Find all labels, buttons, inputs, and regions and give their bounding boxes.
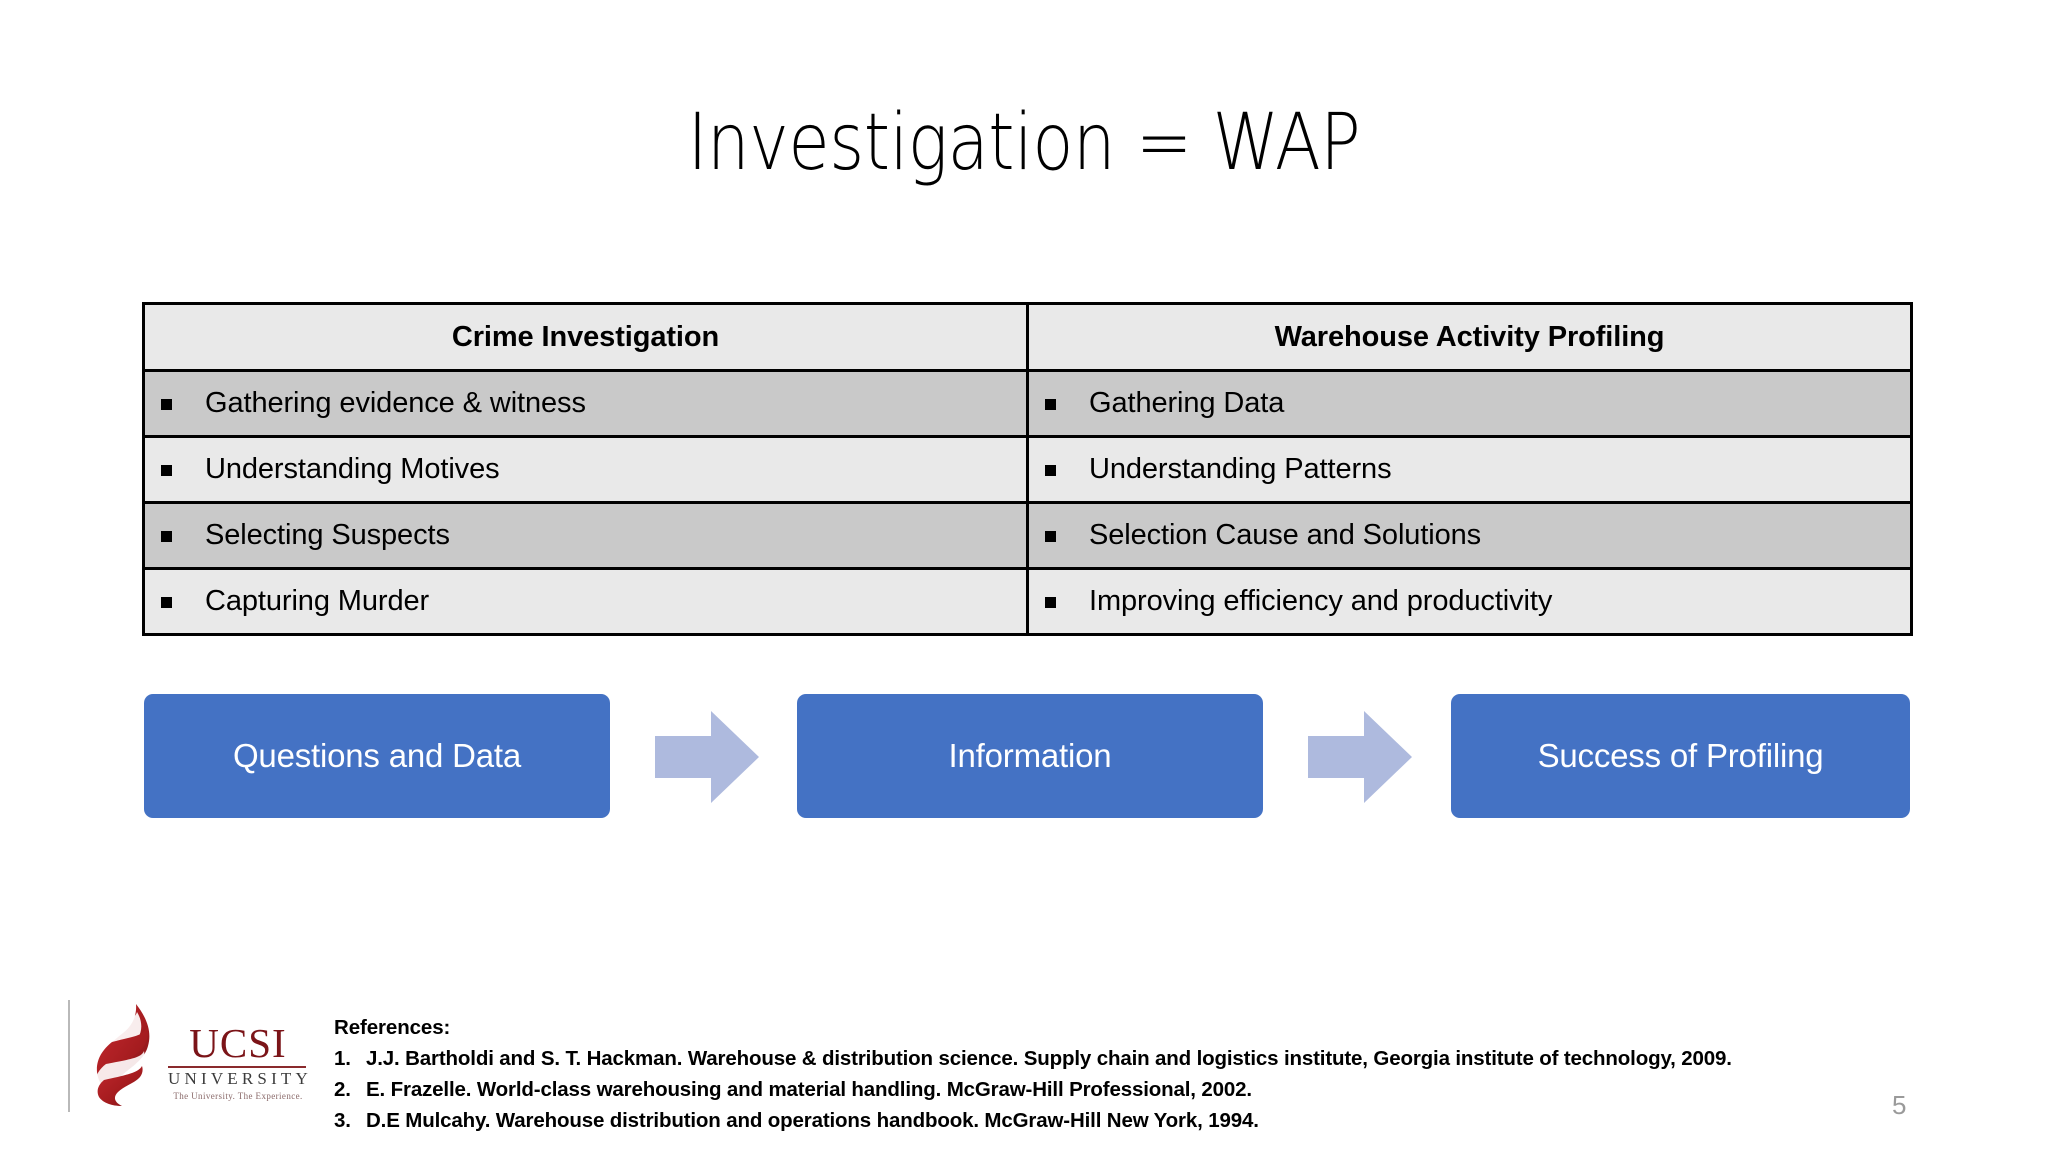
logo-tagline: The University. The Experience. bbox=[173, 1091, 303, 1101]
square-bullet-icon bbox=[1045, 399, 1056, 410]
cell-text: Understanding Motives bbox=[205, 453, 500, 485]
logo-divider bbox=[68, 1000, 70, 1112]
logo-subtitle: UNIVERSITY bbox=[168, 1069, 312, 1088]
square-bullet-icon bbox=[161, 399, 172, 410]
page-number: 5 bbox=[1892, 1090, 1907, 1120]
reference-number: 1. bbox=[334, 1047, 351, 1070]
cell-text: Gathering Data bbox=[1089, 387, 1285, 419]
cell-text: Selection Cause and Solutions bbox=[1089, 519, 1482, 551]
table-row: Selecting Suspects Selection Cause and S… bbox=[142, 501, 1913, 570]
table-cell-crime-1: Gathering evidence & witness bbox=[142, 369, 1029, 438]
flow-step-information[interactable]: Information bbox=[797, 694, 1263, 818]
cell-text: Improving efficiency and productivity bbox=[1089, 585, 1553, 617]
references-heading: References: bbox=[334, 1016, 451, 1039]
table-cell-wap-3: Selection Cause and Solutions bbox=[1026, 501, 1913, 570]
table-cell-wap-4: Improving efficiency and productivity bbox=[1026, 567, 1913, 636]
arrow-right-icon bbox=[1308, 711, 1412, 803]
column-header-warehouse-activity-profiling: Warehouse Activity Profiling bbox=[1026, 302, 1913, 372]
cell-text: Understanding Patterns bbox=[1089, 453, 1392, 485]
square-bullet-icon bbox=[1045, 597, 1056, 608]
page-title: Investigation = WAP bbox=[687, 98, 1361, 188]
table-row: Capturing Murder Improving efficiency an… bbox=[142, 567, 1913, 636]
table-cell-wap-1: Gathering Data bbox=[1026, 369, 1913, 438]
cell-text: Gathering evidence & witness bbox=[205, 387, 586, 419]
square-bullet-icon bbox=[161, 597, 172, 608]
table-row: Understanding Motives Understanding Patt… bbox=[142, 435, 1913, 504]
table-row: Gathering evidence & witness Gathering D… bbox=[142, 369, 1913, 438]
table-cell-wap-2: Understanding Patterns bbox=[1026, 435, 1913, 504]
table-cell-crime-3: Selecting Suspects bbox=[142, 501, 1029, 570]
logo-rule bbox=[168, 1066, 306, 1068]
reference-text: J.J. Bartholdi and S. T. Hackman. Wareho… bbox=[366, 1047, 1732, 1070]
cell-text: Selecting Suspects bbox=[205, 519, 450, 551]
flow-step-success-of-profiling[interactable]: Success of Profiling bbox=[1451, 694, 1910, 818]
flame-icon bbox=[84, 1002, 168, 1106]
flow-step-questions-and-data[interactable]: Questions and Data bbox=[144, 694, 610, 818]
comparison-table: Crime Investigation Warehouse Activity P… bbox=[142, 302, 1913, 636]
reference-number: 2. bbox=[334, 1078, 351, 1101]
reference-text: D.E Mulcahy. Warehouse distribution and … bbox=[366, 1109, 1259, 1132]
arrow-right-icon bbox=[655, 711, 759, 803]
reference-item: 3. D.E Mulcahy. Warehouse distribution a… bbox=[334, 1105, 1934, 1136]
square-bullet-icon bbox=[161, 531, 172, 542]
reference-text: E. Frazelle. World-class warehousing and… bbox=[366, 1078, 1252, 1101]
logo-wordmark: UCSI UNIVERSITY The University. The Expe… bbox=[168, 1022, 308, 1102]
table-header-row: Crime Investigation Warehouse Activity P… bbox=[142, 302, 1913, 372]
reference-item: 2. E. Frazelle. World-class warehousing … bbox=[334, 1074, 1934, 1105]
cell-text: Capturing Murder bbox=[205, 585, 430, 617]
logo-name: UCSI bbox=[189, 1020, 287, 1066]
reference-number: 3. bbox=[334, 1109, 351, 1132]
square-bullet-icon bbox=[1045, 531, 1056, 542]
square-bullet-icon bbox=[1045, 465, 1056, 476]
reference-item: 1. J.J. Bartholdi and S. T. Hackman. War… bbox=[334, 1043, 1934, 1074]
references-block: References: 1. J.J. Bartholdi and S. T. … bbox=[334, 1012, 1934, 1136]
column-header-crime-investigation: Crime Investigation bbox=[142, 302, 1029, 372]
ucsi-logo: UCSI UNIVERSITY The University. The Expe… bbox=[68, 1000, 308, 1116]
table-cell-crime-2: Understanding Motives bbox=[142, 435, 1029, 504]
table-cell-crime-4: Capturing Murder bbox=[142, 567, 1029, 636]
square-bullet-icon bbox=[161, 465, 172, 476]
process-flow-diagram: Questions and Data Information Success o… bbox=[144, 694, 1910, 818]
